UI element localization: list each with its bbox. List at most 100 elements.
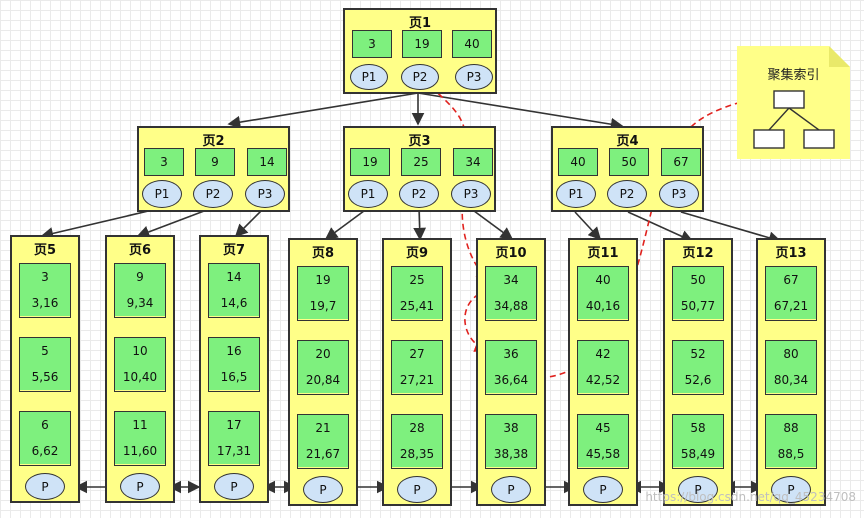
record-key: 19	[298, 267, 348, 294]
record-row: 40,16	[578, 293, 628, 319]
page-title: 页3	[408, 134, 431, 149]
index-key: 50	[609, 148, 649, 176]
edge-page3-page8	[324, 207, 369, 240]
record-row: 80,34	[766, 367, 816, 393]
record-key: 3	[20, 264, 70, 291]
page-title: 页9	[405, 246, 429, 261]
next-page-pointer: P	[771, 476, 811, 503]
record-row: 36,64	[486, 367, 536, 393]
watermark: https://blog.csdn.net/qq_45234708	[645, 490, 856, 504]
record-key: 80	[766, 341, 816, 368]
record-key: 88	[766, 415, 816, 442]
child-pointer: P1	[556, 180, 596, 208]
record-key: 42	[578, 341, 628, 368]
record-row: 28,35	[392, 441, 442, 467]
record-key: 45	[578, 415, 628, 442]
next-page-pointer: P	[397, 476, 437, 503]
record-key: 14	[209, 264, 259, 291]
page-title: 页11	[587, 246, 619, 261]
record-row: 17,31	[209, 438, 259, 464]
search-path-to-clustered-index	[539, 91, 772, 379]
record-row: 19,7	[298, 293, 348, 319]
edge-root-page4	[417, 92, 624, 131]
page-title: 页12	[682, 246, 714, 261]
next-page-pointer: P	[583, 476, 623, 503]
index-key: 9	[195, 148, 235, 176]
index-key: 19	[402, 30, 442, 58]
edge-page3-page10	[469, 207, 514, 240]
child-pointer: P3	[245, 180, 285, 208]
page-title: 页7	[222, 243, 246, 258]
search-path-root-to-page3	[419, 69, 473, 142]
record-key: 16	[209, 338, 259, 365]
child-pointer: P1	[142, 180, 182, 208]
record-row: 34,88	[486, 293, 536, 319]
index-key: 14	[247, 148, 287, 176]
page-title: 页6	[128, 243, 152, 258]
record-key: 25	[392, 267, 442, 294]
record-key: 50	[673, 267, 723, 294]
page-title: 页8	[311, 246, 335, 261]
record-row: 10,40	[115, 364, 165, 390]
record-key: 52	[673, 341, 723, 368]
record-key: 28	[392, 415, 442, 442]
record-key: 36	[486, 341, 536, 368]
edge-page4-page12	[627, 211, 694, 243]
record-row: 45,58	[578, 441, 628, 467]
record-row: 20,84	[298, 367, 348, 393]
edge-page4-page13	[680, 211, 782, 244]
record-row: 9,34	[115, 290, 165, 316]
record-key: 10	[115, 338, 165, 365]
record-row: 27,21	[392, 367, 442, 393]
record-key: 38	[486, 415, 536, 442]
next-page-pointer: P	[120, 473, 160, 500]
child-pointer: P2	[401, 64, 439, 90]
next-page-pointer: P	[25, 473, 65, 500]
next-page-pointer: P	[678, 476, 718, 503]
record-key: 17	[209, 412, 259, 439]
index-key: 19	[350, 148, 390, 176]
page-title: 页5	[33, 243, 57, 258]
index-key: 25	[401, 148, 441, 176]
record-row: 14,6	[209, 290, 259, 316]
record-key: 40	[578, 267, 628, 294]
edge-page2-page6	[136, 207, 213, 239]
edge-root-page2	[227, 92, 419, 129]
record-key: 27	[392, 341, 442, 368]
index-key: 34	[453, 148, 493, 176]
child-pointer: P3	[451, 180, 491, 208]
child-pointer: P3	[455, 64, 493, 90]
edge-page4-page11	[574, 211, 602, 241]
record-key: 11	[115, 412, 165, 439]
child-pointer: P2	[607, 180, 647, 208]
page-title: 页10	[495, 246, 527, 261]
record-key: 21	[298, 415, 348, 442]
page-title: 页2	[202, 134, 225, 149]
record-key: 58	[673, 415, 723, 442]
record-key: 6	[20, 412, 70, 439]
edge-page3-page9	[413, 207, 427, 241]
note-title: 聚集索引	[767, 68, 820, 83]
record-row: 52,6	[673, 367, 723, 393]
